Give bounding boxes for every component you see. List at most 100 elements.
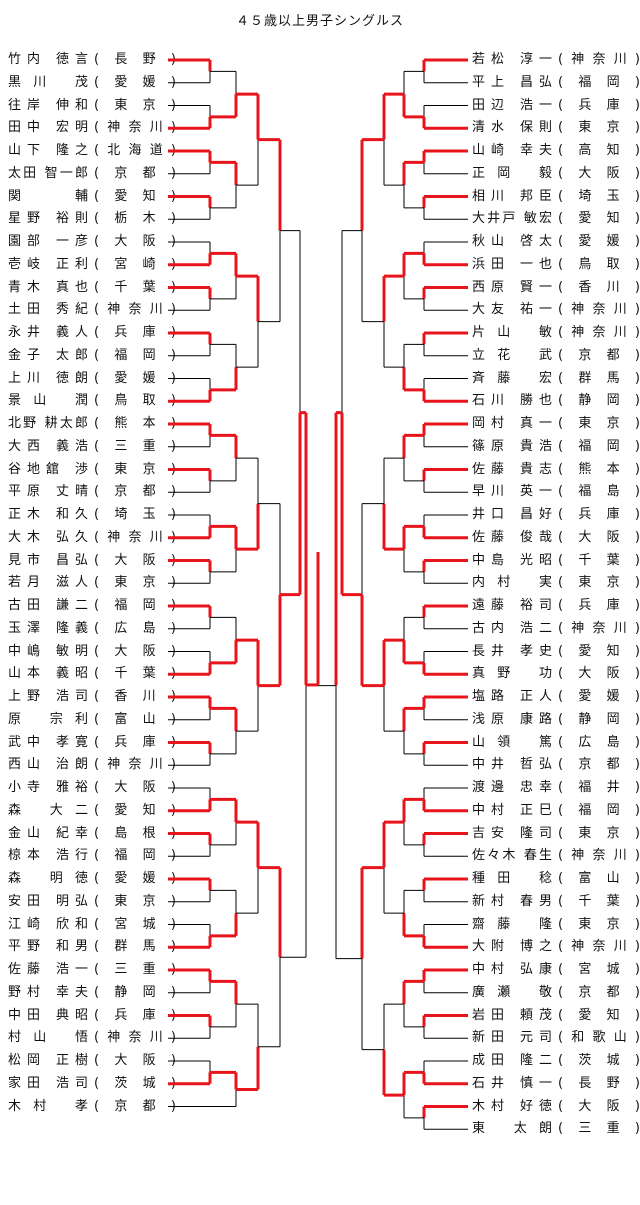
player-name: 平上 昌弘 bbox=[472, 74, 552, 90]
player-prefecture: (神奈川) bbox=[558, 52, 640, 67]
player-prefecture: (兵庫) bbox=[94, 1007, 176, 1023]
right-player-row: 佐藤 俊哉(大阪) bbox=[472, 527, 640, 549]
player-name: 木村 孝 bbox=[8, 1098, 88, 1114]
left-player-row: 正木 和久(埼玉) bbox=[8, 504, 176, 526]
player-prefecture: (富山) bbox=[558, 871, 640, 886]
right-player-row: 山領 篤(広島) bbox=[472, 732, 640, 754]
left-player-row: 若月 滋人(東京) bbox=[8, 572, 176, 594]
player-name: 西山 治朗 bbox=[8, 757, 88, 773]
player-name: 斉藤 宏 bbox=[472, 370, 552, 386]
player-name: 小寺 雅裕 bbox=[8, 780, 88, 795]
player-prefecture: (神奈川) bbox=[94, 757, 176, 773]
player-prefecture: (愛媛) bbox=[558, 689, 640, 704]
left-player-row: 原 宗利(富山) bbox=[8, 709, 176, 731]
player-prefecture: (神奈川) bbox=[94, 529, 176, 545]
player-prefecture: (神奈川) bbox=[94, 302, 176, 318]
right-player-row: 新田 元司(和歌山) bbox=[472, 1027, 640, 1049]
player-prefecture: (茨城) bbox=[558, 1053, 640, 1068]
player-prefecture: (福岡) bbox=[94, 598, 176, 613]
left-player-row: 安田 明弘(東京) bbox=[8, 891, 176, 913]
player-prefecture: (愛知) bbox=[558, 643, 640, 659]
right-player-row: 古内 浩二(神奈川) bbox=[472, 618, 640, 640]
left-player-row: 椋本 浩行(福岡) bbox=[8, 845, 176, 867]
player-prefecture: (宮崎) bbox=[94, 256, 176, 272]
player-prefecture: (茨城) bbox=[94, 1075, 176, 1091]
player-prefecture: (香川) bbox=[94, 689, 176, 704]
player-prefecture: (東京) bbox=[94, 575, 176, 591]
left-player-row: 中田 典昭(兵庫) bbox=[8, 1005, 176, 1027]
player-prefecture: (東京) bbox=[558, 916, 640, 932]
player-prefecture: (大阪) bbox=[94, 780, 176, 795]
player-name: 長井 孝史 bbox=[472, 643, 552, 659]
right-player-row: 種田 稔 (富山) bbox=[472, 868, 640, 890]
player-prefecture: (福岡) bbox=[558, 74, 640, 90]
player-prefecture: (愛知) bbox=[558, 1007, 640, 1023]
player-prefecture: (静岡) bbox=[94, 984, 176, 1000]
left-player-row: 古田 謙二(福岡) bbox=[8, 595, 176, 617]
right-player-row: 大井戸 敏宏(愛知) bbox=[472, 208, 640, 230]
player-prefecture: (福岡) bbox=[94, 347, 176, 363]
right-player-row: 中村 正巳(福岡) bbox=[472, 800, 640, 822]
player-prefecture: (熊本) bbox=[558, 461, 640, 477]
left-player-row: 大木 弘久(神奈川) bbox=[8, 527, 176, 549]
right-player-row: 佐藤 貴志(熊本) bbox=[472, 459, 640, 481]
player-name: 景山 潤 bbox=[8, 393, 88, 409]
left-player-row: 小寺 雅裕 (大阪) bbox=[8, 777, 176, 799]
player-prefecture: (静岡) bbox=[558, 393, 640, 409]
left-player-row: 谷地舘 渉(東京) bbox=[8, 459, 176, 481]
player-name: 岩田 頼茂 bbox=[472, 1007, 552, 1023]
player-name: 上川 徳朗 bbox=[8, 370, 88, 386]
player-prefecture: (千葉) bbox=[94, 279, 176, 295]
player-name: 武中 孝寛 bbox=[8, 734, 88, 750]
left-player-row: 大西 義浩(三重) bbox=[8, 436, 176, 458]
player-name: 種田 稔 bbox=[472, 871, 552, 886]
player-prefecture: (広島) bbox=[94, 620, 176, 636]
player-prefecture: (愛知) bbox=[558, 211, 640, 227]
left-player-row: 園部 一彦(大阪) bbox=[8, 231, 176, 253]
player-prefecture: (京都) bbox=[94, 484, 176, 500]
right-player-row: 岩田 頼茂 (愛知) bbox=[472, 1005, 640, 1027]
player-prefecture: (三重) bbox=[94, 962, 176, 977]
left-player-row: 黒川 茂(愛媛) bbox=[8, 72, 176, 94]
right-player-row: 石川 勝也(静岡) bbox=[472, 390, 640, 412]
left-player-row: 山本 義昭(千葉) bbox=[8, 663, 176, 685]
player-name: 立花 武 bbox=[472, 347, 552, 363]
player-name: 正岡 毅 bbox=[472, 165, 552, 181]
player-name: 廣瀬 敬 bbox=[472, 984, 552, 1000]
player-prefecture: (京都) bbox=[558, 984, 640, 1000]
right-player-row: 渡邊 忠幸(福井) bbox=[472, 777, 640, 799]
player-name: 松岡 正樹 bbox=[8, 1053, 88, 1068]
player-name: 中村 正巳 bbox=[472, 802, 552, 818]
left-player-row: 竹内 徳言(長野) bbox=[8, 49, 176, 71]
player-name: 塩路 正人 bbox=[472, 689, 552, 704]
player-name: 中村 弘康 bbox=[472, 962, 552, 977]
player-prefecture: (神奈川) bbox=[94, 1030, 176, 1046]
left-player-row: 平野 和男(群馬) bbox=[8, 936, 176, 958]
player-name: 村山 悟 bbox=[8, 1030, 88, 1046]
left-player-row: 中嶋 敏明(大阪) bbox=[8, 641, 176, 663]
player-name: 大附 博之 bbox=[472, 939, 552, 955]
left-player-row: 青木 真也(千葉) bbox=[8, 277, 176, 299]
player-name: 北野 耕太郎 bbox=[8, 416, 88, 431]
player-prefecture: (京都) bbox=[558, 347, 640, 363]
player-prefecture: (三重) bbox=[558, 1121, 640, 1137]
left-player-row: 松岡 正樹(大阪) bbox=[8, 1050, 176, 1072]
player-prefecture: (大阪) bbox=[94, 643, 176, 659]
player-name: 園部 一彦 bbox=[8, 234, 88, 249]
player-prefecture: (神奈川) bbox=[558, 325, 640, 340]
right-player-row: 廣瀬 敬 (京都) bbox=[472, 982, 640, 1004]
player-name: 山崎 幸夫 bbox=[472, 143, 552, 158]
player-name: 土田 秀紀 bbox=[8, 302, 88, 318]
player-prefecture: (広島) bbox=[558, 734, 640, 750]
player-prefecture: (愛知) bbox=[94, 188, 176, 204]
player-name: 木村 好徳 bbox=[472, 1098, 552, 1114]
player-prefecture: (神奈川) bbox=[94, 120, 176, 136]
player-prefecture: (神奈川) bbox=[558, 302, 640, 318]
player-prefecture: (香川) bbox=[558, 279, 640, 295]
left-player-row: 上野 浩司(香川) bbox=[8, 686, 176, 708]
left-player-row: 武中 孝寛(兵庫) bbox=[8, 732, 176, 754]
player-prefecture: (神奈川) bbox=[558, 848, 640, 864]
left-player-row: 星野 裕則(栃木) bbox=[8, 208, 176, 230]
player-prefecture: (大阪) bbox=[558, 666, 640, 682]
player-prefecture: (高知) bbox=[558, 143, 640, 158]
